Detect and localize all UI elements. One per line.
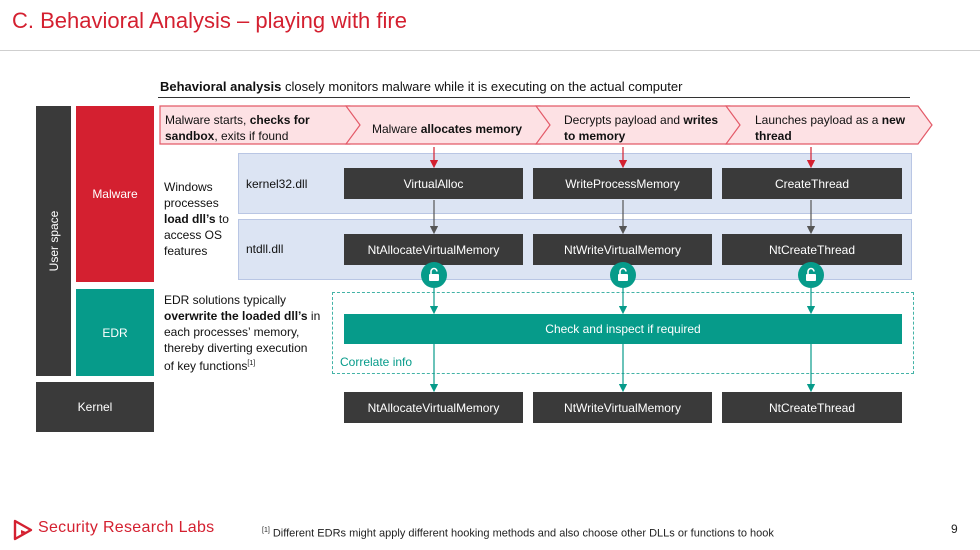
company-logo-text: Security Research Labs	[38, 519, 215, 536]
step-4-bold-b: thread	[755, 129, 792, 143]
kernel-function-ntallocatevirtualmemory: NtAllocateVirtualMemory	[344, 392, 523, 423]
kernel-row-label: Kernel	[36, 382, 154, 432]
step-3-label: Decrypts payload and writes to memory	[564, 112, 734, 144]
step-2-bold: allocates memory	[420, 122, 523, 136]
page-number: 9	[951, 522, 958, 536]
correlate-info-label: Correlate info	[340, 355, 413, 369]
function-box-ntwritevirtualmemory: NtWriteVirtualMemory	[533, 234, 712, 265]
edr-desc-footnote-ref: [1]	[247, 360, 256, 367]
step-1-bold-a: checks for	[249, 113, 310, 127]
edr-row-label: EDR	[76, 289, 154, 376]
user-space-label: User space	[36, 106, 71, 376]
check-inspect-bar: Check and inspect if required	[344, 314, 902, 344]
hook-lock-icon	[610, 262, 636, 288]
step-1-label: Malware starts, checks for sandbox, exit…	[165, 112, 345, 144]
logo-icon	[13, 519, 33, 541]
subtitle-bold: Behavioral analysis	[160, 79, 282, 94]
malware-desc-bold: load dll’s	[164, 212, 216, 226]
function-box-ntcreatethread: NtCreateThread	[722, 234, 902, 265]
step-1-text-a: Malware starts,	[165, 113, 250, 127]
edr-desc-line: EDR solutions typically	[164, 293, 287, 307]
step-4-text: Launches payload as a	[755, 113, 882, 127]
ntdll-dll-label: ntdll.dll	[246, 242, 284, 256]
hook-lock-icon	[421, 262, 447, 288]
kernel32-dll-label: kernel32.dll	[246, 177, 308, 191]
footnote-text: Different EDRs might apply different hoo…	[269, 527, 774, 540]
edr-desc-rest: in	[307, 309, 321, 323]
kernel-function-ntwritevirtualmemory: NtWriteVirtualMemory	[533, 392, 712, 423]
edr-description: EDR solutions typically overwrite the lo…	[164, 292, 330, 374]
slide-subtitle: Behavioral analysis closely monitors mal…	[160, 79, 682, 94]
subtitle-rest: closely monitors malware while it is exe…	[281, 79, 683, 94]
function-box-virtualalloc: VirtualAlloc	[344, 168, 523, 199]
step-1-bold-b: sandbox	[165, 129, 215, 143]
edr-desc-bold: overwrite the loaded dll’s	[164, 309, 308, 323]
step-2-text: Malware	[372, 122, 421, 136]
function-box-writeprocessmemory: WriteProcessMemory	[533, 168, 712, 199]
title-divider	[0, 50, 980, 51]
edr-desc-line: overwrite the loaded dll’s in	[164, 308, 330, 324]
footnote: [1] Different EDRs might apply different…	[262, 527, 774, 540]
edr-desc-line: of key functions[1]	[164, 356, 330, 374]
step-3-bold-a: writes	[683, 113, 719, 127]
malware-description: Windows processes load dll’s to access O…	[164, 179, 236, 259]
kernel-function-ntcreatethread: NtCreateThread	[722, 392, 902, 423]
slide-title: C. Behavioral Analysis – playing with fi…	[12, 8, 407, 33]
step-1-text-b: , exits if found	[214, 129, 289, 143]
edr-desc-line: each processes’ memory,	[164, 325, 300, 339]
malware-desc-line: Windows	[164, 180, 213, 194]
malware-desc-rest: to	[215, 212, 229, 226]
function-box-ntallocatevirtualmemory: NtAllocateVirtualMemory	[344, 234, 523, 265]
process-chevrons	[159, 105, 933, 145]
step-3-bold-b: to memory	[564, 129, 626, 143]
malware-desc-line: access OS	[164, 228, 223, 242]
function-box-createthread: CreateThread	[722, 168, 902, 199]
step-4-label: Launches payload as a new thread	[755, 112, 925, 144]
edr-desc-line: thereby diverting execution	[164, 341, 308, 355]
hook-lock-icon	[798, 262, 824, 288]
footnote-ref: [1]	[262, 527, 270, 534]
malware-desc-line: features	[164, 244, 208, 258]
step-4-bold-a: new	[881, 113, 906, 127]
step-3-text: Decrypts payload and	[564, 113, 684, 127]
malware-row-label: Malware	[76, 106, 154, 282]
malware-desc-line: processes	[164, 196, 219, 210]
chevron-step-4	[724, 105, 933, 145]
subtitle-divider	[158, 97, 910, 98]
edr-desc-text: of key functions	[164, 359, 248, 373]
malware-desc-line: load dll’s to	[164, 211, 236, 227]
step-2-label: Malware allocates memory	[372, 121, 542, 137]
